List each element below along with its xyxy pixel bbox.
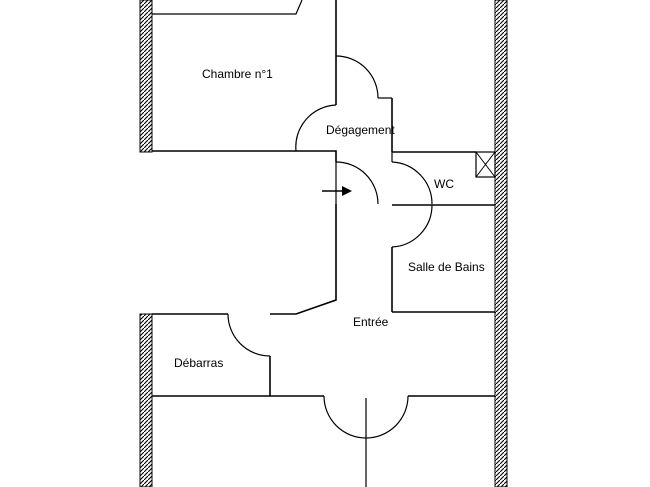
arrow-right-icon — [322, 186, 352, 196]
room-label-chambre: Chambre n°1 — [202, 67, 273, 81]
right-wall — [494, 0, 508, 487]
exterior-walls — [139, 0, 508, 487]
left-wall-lower — [139, 313, 153, 487]
bottom-left-door-swing — [323, 395, 367, 439]
chambre-door-swing — [335, 55, 379, 99]
wc-door-swing — [391, 161, 433, 205]
bottom-right-door-swing — [365, 395, 409, 439]
debarras-door-swing — [227, 313, 271, 357]
room-label-degagement: Dégagement — [326, 123, 395, 137]
room-label-salle-de-bains: Salle de Bains — [408, 260, 485, 274]
corridor-door-swing — [335, 161, 379, 205]
degagement-left-door-swing — [295, 104, 337, 152]
corridor-west-wall — [296, 150, 337, 162]
room-label-entree: Entrée — [353, 315, 389, 329]
left-wall-upper — [139, 0, 153, 153]
room-label-wc: WC — [434, 177, 454, 191]
top-room-edge — [152, 0, 303, 15]
bathroom-door-swing — [391, 204, 433, 248]
vent-shaft-icon — [475, 151, 496, 178]
entree-west-wall — [270, 204, 337, 315]
room-label-debarras: Débarras — [174, 356, 223, 370]
